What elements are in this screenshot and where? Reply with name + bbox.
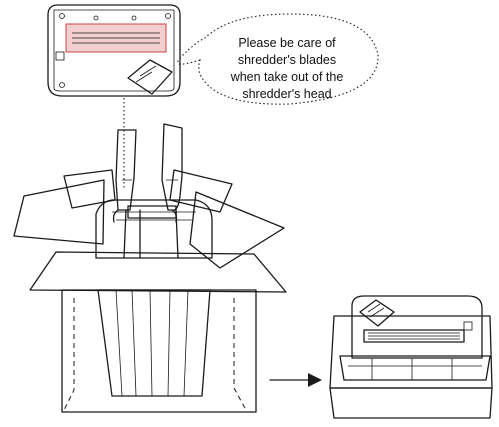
box-with-shredder [13, 123, 287, 413]
shredder-head-on-box [329, 295, 493, 419]
shredder-head-detail [47, 4, 181, 97]
caution-line-3: when take out of the [230, 70, 344, 84]
arrow-right [269, 373, 322, 387]
caution-line-1: Please be care of [238, 36, 336, 50]
speech-bubble [177, 13, 379, 105]
caution-text: Please be care of shredder's blades when… [208, 35, 366, 103]
caution-line-2: shredder's blades [237, 53, 337, 67]
caution-line-4: shredder's head [242, 87, 332, 101]
